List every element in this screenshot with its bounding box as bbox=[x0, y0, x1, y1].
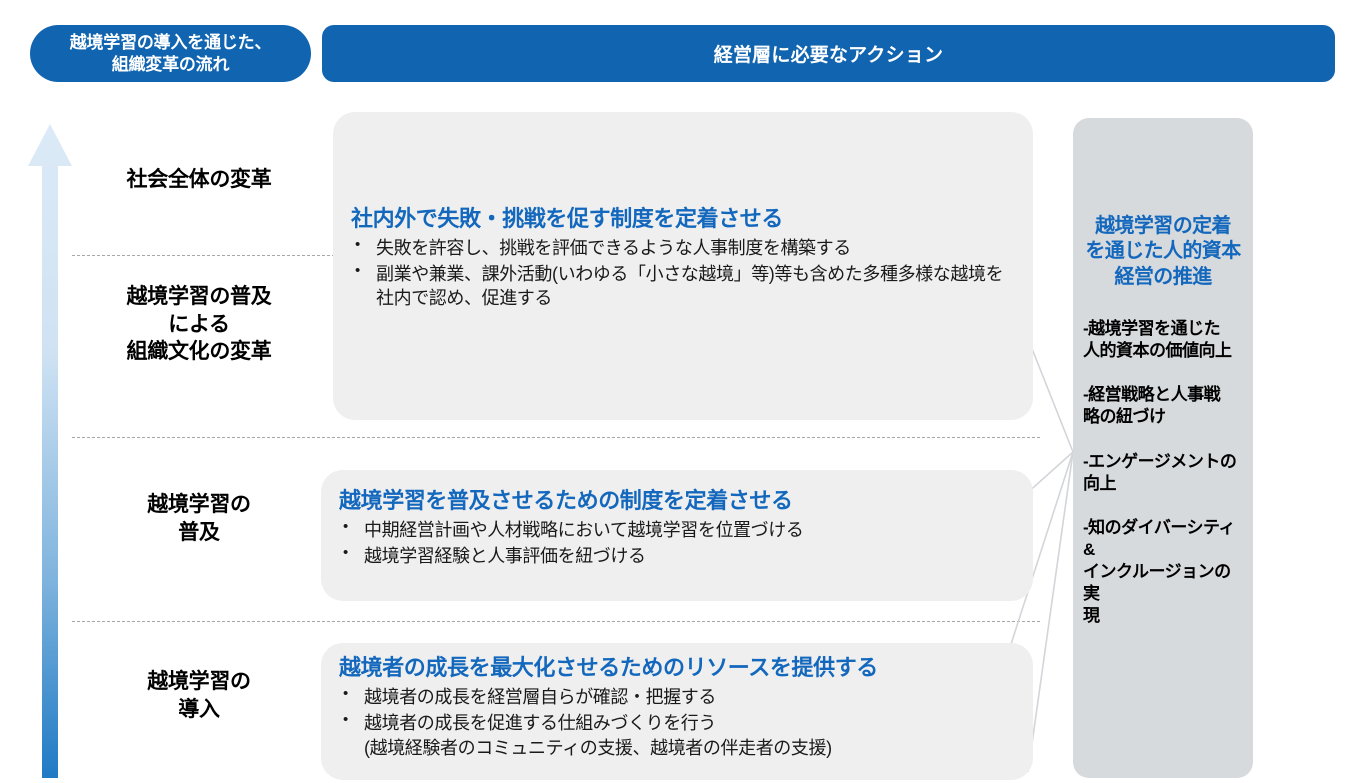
stage-separator-1 bbox=[72, 255, 340, 256]
stage-label-line: 越境学習の普及 bbox=[126, 285, 272, 308]
action-bullet: 中期経営計画や人材戦略において越境学習を位置づける bbox=[339, 517, 1015, 543]
outcome-item-line: 略の紐づけ bbox=[1083, 407, 1166, 427]
action-bullet: 副業や兼業、課外活動(いわゆる「小さな越境」等)等も含めた多種多様な越境を社内で… bbox=[351, 261, 1015, 312]
action-card-title: 越境学習を普及させるための制度を定着させる bbox=[339, 488, 793, 513]
stage-label-line: 越境学習の bbox=[147, 670, 251, 693]
outcome-title-line: 越境学習の定着 bbox=[1095, 215, 1231, 237]
stage-label-line: による bbox=[168, 312, 230, 336]
stage-label-social-transformation: 社会全体の変革 bbox=[78, 166, 320, 194]
actions-banner: 経営層に必要なアクション bbox=[322, 25, 1335, 82]
stage-separator-3 bbox=[72, 621, 1040, 622]
action-bullet: 越境者の成長を促進する仕組みづくりを行う bbox=[339, 710, 1015, 736]
stage-label-line: 越境学習の bbox=[147, 493, 251, 516]
stage-label-line: 組織文化の変革 bbox=[126, 340, 272, 364]
outcome-item-line: -エンゲージメントの bbox=[1083, 451, 1237, 471]
action-bullet-list: 失敗を許容し、挑戦を評価できるような人事制度を構築する 副業や兼業、課外活動(い… bbox=[351, 235, 1015, 312]
outcome-title: 越境学習の定着 を通じた人的資本 経営の推進 bbox=[1083, 214, 1243, 290]
outcome-item-line: 向上 bbox=[1083, 473, 1117, 493]
outcome-item: -エンゲージメントの 向上 bbox=[1083, 451, 1243, 495]
outcome-item-line: 人的資本の価値向上 bbox=[1083, 341, 1232, 361]
action-card-diffusion[interactable]: 越境学習を普及させるための制度を定着させる 中期経営計画や人材戦略において越境学… bbox=[321, 470, 1033, 601]
action-card-social[interactable]: 社内外で失敗・挑戦を促す制度を定着させる 失敗を許容し、挑戦を評価できるような人… bbox=[333, 112, 1033, 420]
stage-label-introduction: 越境学習の 導入 bbox=[78, 668, 320, 723]
outcome-item-line: & bbox=[1083, 539, 1095, 559]
outcome-item: -経営戦略と人事戦 略の紐づけ bbox=[1083, 384, 1243, 428]
outcome-item-list: -越境学習を通じた 人的資本の価値向上 -経営戦略と人事戦 略の紐づけ -エンゲ… bbox=[1083, 318, 1243, 627]
outcome-item-line: -経営戦略と人事戦 bbox=[1083, 385, 1221, 405]
actions-banner-label: 経営層に必要なアクション bbox=[713, 45, 944, 66]
action-bullet: 失敗を許容し、挑戦を評価できるような人事制度を構築する bbox=[351, 235, 1015, 261]
outcome-item: -越境学習を通じた 人的資本の価値向上 bbox=[1083, 318, 1243, 362]
outcome-title-line: を通じた人的資本 bbox=[1085, 240, 1241, 263]
action-card-title: 社内外で失敗・挑戦を促す制度を定着させる bbox=[351, 206, 784, 231]
action-bullet-sub: (越境経験者のコミュニティの支援、越境者の伴走者の支援) bbox=[364, 738, 832, 759]
outcome-item-line: -知のダイバーシティ bbox=[1083, 517, 1235, 537]
stage-label-culture-transformation: 越境学習の普及 による 組織文化の変革 bbox=[78, 283, 320, 366]
action-bullet-list: 越境者の成長を経営層自らが確認・把握する 越境者の成長を促進する仕組みづくりを行… bbox=[339, 684, 1015, 761]
action-bullet: 越境学習経験と人事評価を紐づける bbox=[339, 543, 1015, 569]
action-bullet-list: 中期経営計画や人材戦略において越境学習を位置づける 越境学習経験と人事評価を紐づ… bbox=[339, 517, 1015, 569]
action-card-introduction[interactable]: 越境者の成長を最大化させるためのリソースを提供する 越境者の成長を経営層自らが確… bbox=[321, 643, 1033, 780]
stage-label-diffusion: 越境学習の 普及 bbox=[78, 491, 320, 546]
flow-title-pill: 越境学習の導入を通じた、 組織変革の流れ bbox=[30, 25, 311, 82]
stage-separator-2 bbox=[72, 437, 1040, 438]
outcome-item-line: インクルージョンの実 bbox=[1083, 561, 1231, 604]
flow-title-line2: 組織変革の流れ bbox=[111, 54, 230, 74]
flow-title-line1: 越境学習の導入を通じた、 bbox=[69, 32, 272, 52]
stage-label-line: 社会全体の変革 bbox=[126, 168, 272, 191]
upward-progress-arrow bbox=[24, 118, 76, 778]
outcome-item-line: 現 bbox=[1083, 606, 1100, 626]
outcome-item: -知のダイバーシティ & インクルージョンの実 現 bbox=[1083, 517, 1243, 627]
outcome-panel: 越境学習の定着 を通じた人的資本 経営の推進 -越境学習を通じた 人的資本の価値… bbox=[1073, 118, 1253, 778]
action-card-title: 越境者の成長を最大化させるためのリソースを提供する bbox=[339, 655, 878, 680]
stage-label-line: 普及 bbox=[178, 520, 220, 544]
outcome-item-line: -越境学習を通じた bbox=[1083, 319, 1221, 339]
stage-label-line: 導入 bbox=[178, 697, 220, 721]
outcome-title-line: 経営の推進 bbox=[1114, 265, 1213, 288]
action-bullet: 越境者の成長を経営層自らが確認・把握する bbox=[339, 684, 1015, 710]
